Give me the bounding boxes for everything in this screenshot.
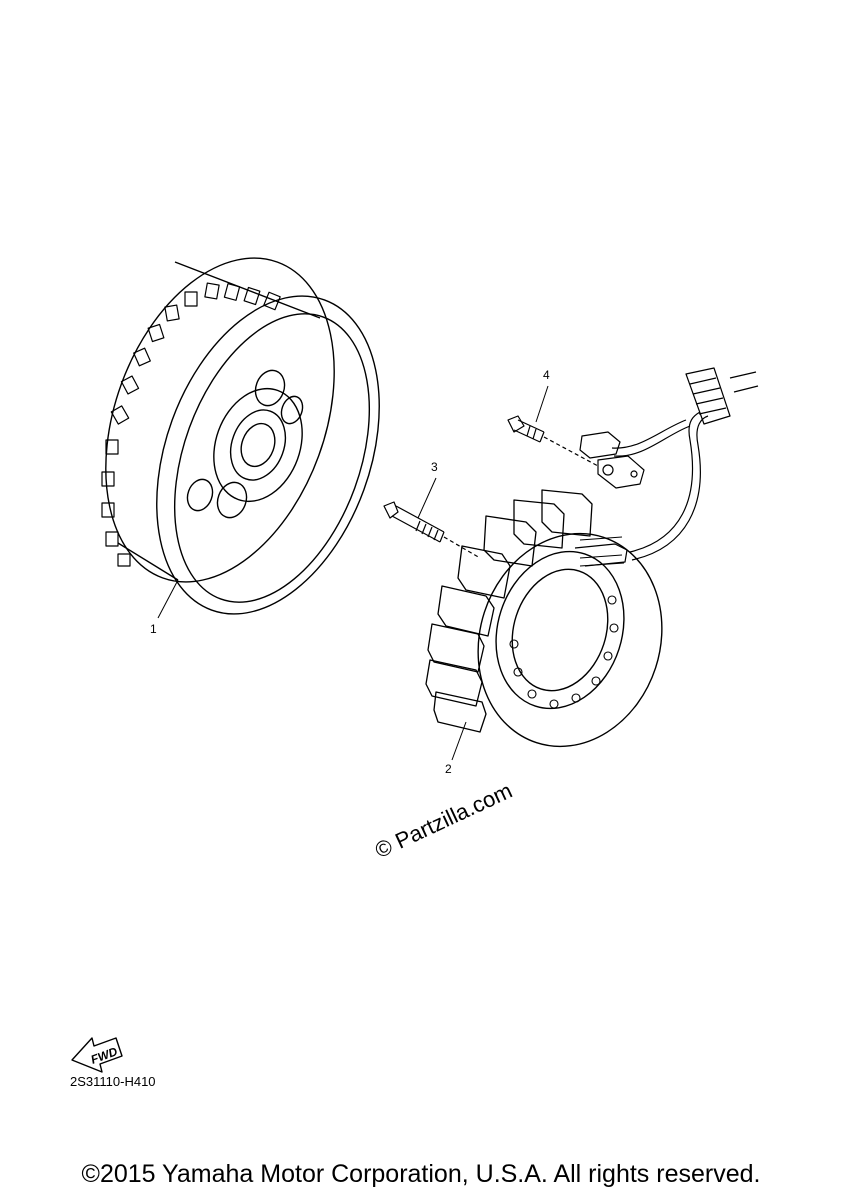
copyright-notice: ©2015 Yamaha Motor Corporation, U.S.A. A… — [81, 1160, 761, 1188]
callout-3: 3 — [431, 460, 438, 474]
screw-4-leader — [535, 385, 549, 423]
rotor-back-rim — [105, 257, 335, 583]
screw-part-4 — [507, 385, 599, 467]
rotor-front-rim-outer — [156, 295, 380, 615]
fwd-label: FWD — [89, 1044, 120, 1067]
rotor-hub-outer — [213, 387, 303, 503]
fwd-arrow-icon: FWD — [71, 1037, 123, 1073]
diagram-code: 2S31110-H410 — [70, 1074, 156, 1089]
stator-inner-ring — [511, 568, 609, 692]
rotor-leader — [157, 579, 179, 619]
harness-clamp — [579, 431, 645, 489]
stator-mid-ring — [495, 550, 625, 710]
rotor-hub-inner — [240, 422, 276, 468]
wiring-harness — [579, 367, 759, 561]
rotor-hub-mid — [229, 409, 287, 481]
grommet — [685, 367, 731, 425]
rotor-front-rim-inner — [173, 313, 371, 603]
rotor-part — [101, 257, 380, 619]
callout-1: 1 — [150, 622, 157, 636]
callout-4: 4 — [543, 368, 550, 382]
stator-back-plate — [477, 532, 663, 748]
stator-coils — [425, 489, 593, 733]
bolt-3-leader — [417, 477, 437, 519]
stator-part — [425, 489, 663, 761]
stator-bolt-holes — [509, 595, 619, 709]
stator-leader — [451, 721, 467, 761]
rotor-teeth — [101, 282, 281, 567]
bolt-part-3 — [383, 477, 481, 559]
callout-2: 2 — [445, 762, 452, 776]
